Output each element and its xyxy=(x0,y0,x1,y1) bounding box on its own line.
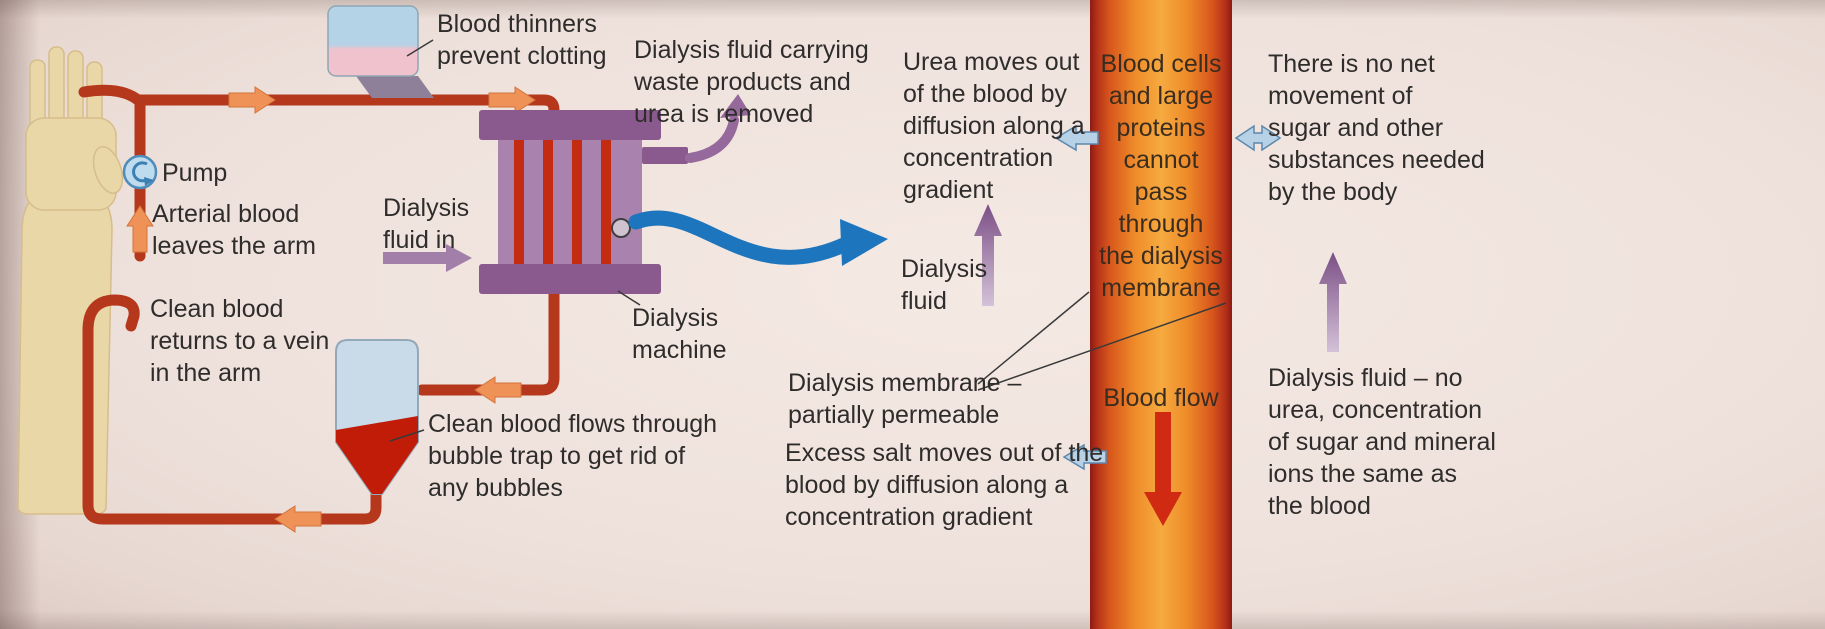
label-blood-cells: Blood cells and large proteins cannot pa… xyxy=(1099,50,1223,302)
blood-thinner-container xyxy=(327,5,434,98)
flow-arrow-up-pump xyxy=(126,205,154,253)
label-dialysis-fluid-no-urea: Dialysis fluid – no urea, concentration … xyxy=(1268,364,1496,520)
label-dialysis-machine: Dialysis machine xyxy=(632,304,727,364)
label-bubble-trap: Clean blood flows through bubble trap to… xyxy=(428,410,718,502)
flow-arrow-right-top-1 xyxy=(228,86,276,114)
dialysis-machine-graphic xyxy=(479,110,688,294)
label-arterial-blood: Arterial blood leaves the arm xyxy=(152,200,316,260)
blood-tube-dialyser-drop xyxy=(416,258,560,396)
flow-arrow-right-top-2 xyxy=(488,86,536,114)
label-dialysis-membrane: Dialysis membrane – partially permeable xyxy=(788,369,1022,429)
label-dialysis-fluid-carrying: Dialysis fluid carrying waste products a… xyxy=(634,36,869,128)
swoosh-arrow xyxy=(628,210,888,266)
dialyser-stripes xyxy=(514,132,611,266)
label-clean-blood-returns: Clean blood returns to a vein in the arm xyxy=(150,295,330,387)
flow-arrow-left-to-trap xyxy=(474,376,522,404)
arm-illustration xyxy=(17,46,124,515)
fluid-outlet-pipe xyxy=(642,147,688,164)
bubble-trap-pointer-line xyxy=(389,429,425,442)
outlet-port xyxy=(611,218,631,238)
bubble-trap-graphic xyxy=(335,339,419,495)
label-blood-thinners: Blood thinners prevent clotting xyxy=(437,10,607,70)
label-excess-salt: Excess salt moves out of the blood by di… xyxy=(785,439,1104,531)
label-dialysis-fluid-in: Dialysis fluid in xyxy=(383,194,470,254)
flow-arrow-left-bottom xyxy=(274,505,322,533)
label-urea-moves-out: Urea moves out of the blood by diffusion… xyxy=(903,48,1085,204)
blood-thinner-pointer-line xyxy=(406,39,434,57)
label-dialysis-fluid: Dialysis fluid xyxy=(901,255,988,315)
label-pump: Pump xyxy=(162,159,228,187)
label-blood-flow: Blood flow xyxy=(1103,384,1219,412)
dialysis-fluid-up-arrow-right xyxy=(1319,252,1347,352)
pump-icon xyxy=(122,154,158,190)
label-no-net-movement: There is no net movement of sugar and ot… xyxy=(1268,50,1485,206)
blood-tube-arterial xyxy=(78,84,560,146)
